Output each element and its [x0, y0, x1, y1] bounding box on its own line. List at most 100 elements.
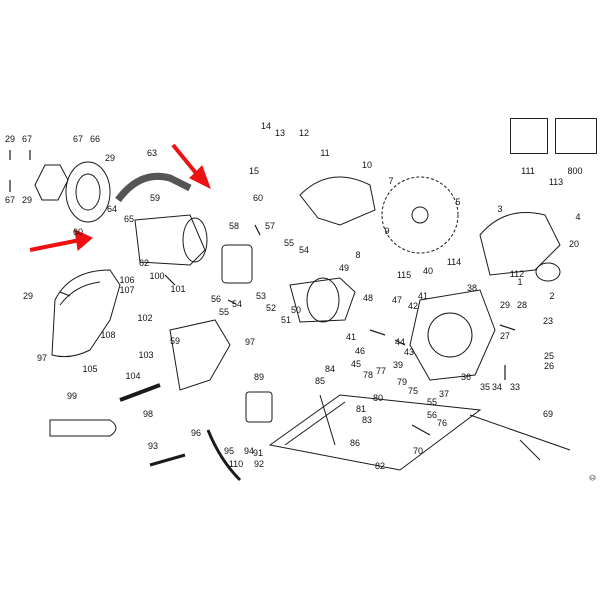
- part-label: 96: [190, 428, 202, 438]
- rip-fence-part: [469, 414, 571, 451]
- part-label: 35: [479, 382, 491, 392]
- part-label: 37: [438, 389, 450, 399]
- part-label: 49: [338, 263, 350, 273]
- bracket-part: [34, 164, 69, 201]
- part-label: 93: [147, 441, 159, 451]
- part-label: 43: [403, 347, 415, 357]
- dust-nozzle-part: [535, 262, 561, 282]
- part-label: 94: [243, 446, 255, 456]
- part-label: 53: [255, 291, 267, 301]
- part-label: 99: [66, 391, 78, 401]
- part-label: 84: [324, 364, 336, 374]
- part-label: 5: [455, 197, 461, 207]
- part-label: 2: [549, 291, 555, 301]
- part-label: 80: [372, 393, 384, 403]
- part-label: 64: [106, 204, 118, 214]
- gear-housing-part: [409, 289, 496, 381]
- part-label: 56: [426, 410, 438, 420]
- part-label: 12: [298, 128, 310, 138]
- handle-housing-part: [51, 269, 121, 358]
- part-label: 20: [568, 239, 580, 249]
- part-label: 39: [392, 360, 404, 370]
- fan-cover-part: [65, 161, 111, 223]
- part-label: 62: [138, 258, 150, 268]
- saw-blade-part: [381, 176, 459, 254]
- part-label: 66: [89, 134, 101, 144]
- base-plate-part: [268, 394, 482, 471]
- part-label: 58: [228, 221, 240, 231]
- part-label: 78: [362, 370, 374, 380]
- box-item-800: [555, 118, 597, 154]
- part-label: 76: [436, 418, 448, 428]
- part-label: 29: [104, 153, 116, 163]
- part-label: 86: [349, 438, 361, 448]
- part-label: 63: [146, 148, 158, 158]
- part-label: 105: [82, 364, 98, 374]
- part-label: 56: [210, 294, 222, 304]
- part-label: 107: [119, 285, 135, 295]
- part-label: 7: [388, 176, 394, 186]
- part-label: 28: [516, 300, 528, 310]
- part-label: 115: [396, 270, 412, 280]
- part-label: 29: [4, 134, 16, 144]
- part-label: 38: [466, 283, 478, 293]
- part-label: 51: [280, 315, 292, 325]
- part-label: 111: [521, 166, 535, 176]
- part-label: 45: [350, 359, 362, 369]
- power-cord-part: [49, 419, 117, 437]
- part-label: 14: [260, 121, 272, 131]
- part-label: 800: [567, 166, 583, 176]
- part-label: 75: [407, 386, 419, 396]
- part-label: 52: [265, 303, 277, 313]
- part-label: 60: [252, 193, 264, 203]
- part-label: 81: [355, 404, 367, 414]
- part-label: 110: [228, 459, 244, 469]
- part-label: 67: [72, 134, 84, 144]
- part-label: 70: [412, 446, 424, 456]
- part-label: 46: [354, 346, 366, 356]
- part-label: 55: [283, 238, 295, 248]
- part-label: 11: [320, 148, 330, 158]
- brush-holder-part: [221, 244, 253, 284]
- part-label: 48: [362, 293, 374, 303]
- part-label: 29: [499, 300, 511, 310]
- part-label: 27: [499, 331, 511, 341]
- part-label: 113: [548, 177, 564, 187]
- part-label: 77: [375, 366, 387, 376]
- part-label: 89: [253, 372, 265, 382]
- part-label: 34: [491, 382, 503, 392]
- part-label: 29: [21, 195, 33, 205]
- part-label: 33: [509, 382, 521, 392]
- part-label: 65: [123, 214, 135, 224]
- part-label: 50: [290, 305, 302, 315]
- part-label: 54: [298, 245, 310, 255]
- part-label: 102: [137, 313, 153, 323]
- part-label: 98: [142, 409, 154, 419]
- part-label: 67: [21, 134, 33, 144]
- part-label: 42: [407, 301, 419, 311]
- hose-part: [115, 172, 192, 203]
- part-label: 15: [248, 166, 260, 176]
- part-label: 3: [497, 204, 503, 214]
- part-label: 97: [36, 353, 48, 363]
- part-label: 10: [361, 160, 373, 170]
- label-plate-part: [245, 391, 273, 423]
- box-item-111: [510, 118, 548, 154]
- copyright-mark: ©: [588, 474, 598, 481]
- part-label: 108: [100, 330, 116, 340]
- part-label: 104: [125, 371, 141, 381]
- part-label: 103: [138, 350, 154, 360]
- part-label: 4: [575, 212, 581, 222]
- part-label: 13: [274, 128, 286, 138]
- cord-guard-part: [119, 383, 161, 402]
- part-label: 79: [396, 377, 408, 387]
- motor-housing-part: [134, 214, 206, 266]
- part-label: 69: [542, 409, 554, 419]
- part-label: 40: [422, 266, 434, 276]
- wrench-part: [149, 453, 186, 467]
- lever-part: [206, 429, 242, 482]
- part-label: 25: [543, 351, 555, 361]
- part-label: 57: [264, 221, 276, 231]
- part-label: 8: [355, 250, 361, 260]
